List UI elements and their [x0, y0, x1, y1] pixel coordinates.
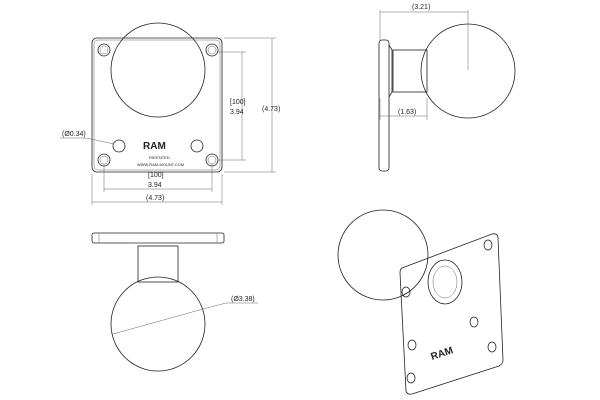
iso-plate: [399, 233, 504, 395]
bottom-plate: [91, 232, 225, 244]
overall-depth-dim: (3.21): [412, 4, 430, 11]
neck-depth-dim: (1.63): [398, 109, 416, 116]
side-neck: [392, 49, 428, 93]
ball: [110, 22, 206, 118]
iso-ram-logo: RAM: [430, 345, 455, 363]
plate-width-dim: (4.73): [146, 195, 164, 202]
vertical-hole-spacing-mm: [100]: [230, 99, 246, 106]
iso-ball: [337, 209, 429, 301]
horizontal-hole-spacing-mm: [100]: [148, 172, 164, 179]
bottom-ball: [110, 276, 206, 372]
isometric-view: RAM: [337, 209, 504, 395]
ball-diameter-dim: (Ø3.38): [231, 296, 255, 303]
bottom-view: (Ø3.38): [91, 232, 258, 372]
hole-diameter-dim: (Ø0.34): [62, 131, 86, 138]
mount-plate: [91, 37, 223, 173]
side-view: (3.21) (1.63): [378, 4, 516, 172]
website-text: WWW.RAM-MOUNT.COM: [137, 162, 184, 167]
patented-text: PATENTED: [149, 155, 170, 160]
side-plate: [378, 39, 390, 172]
ram-logo: RAM: [143, 141, 166, 152]
horizontal-hole-spacing-in: 3.94: [148, 182, 162, 189]
vertical-hole-spacing-in: 3.94: [230, 109, 244, 116]
iso-holes: [401, 239, 497, 384]
bottom-neck: [137, 245, 179, 283]
plate-height-dim: (4.73): [262, 106, 280, 113]
front-view: RAM PATENTED WWW.RAM-MOUNT.COM [100] 3.9…: [60, 22, 280, 205]
